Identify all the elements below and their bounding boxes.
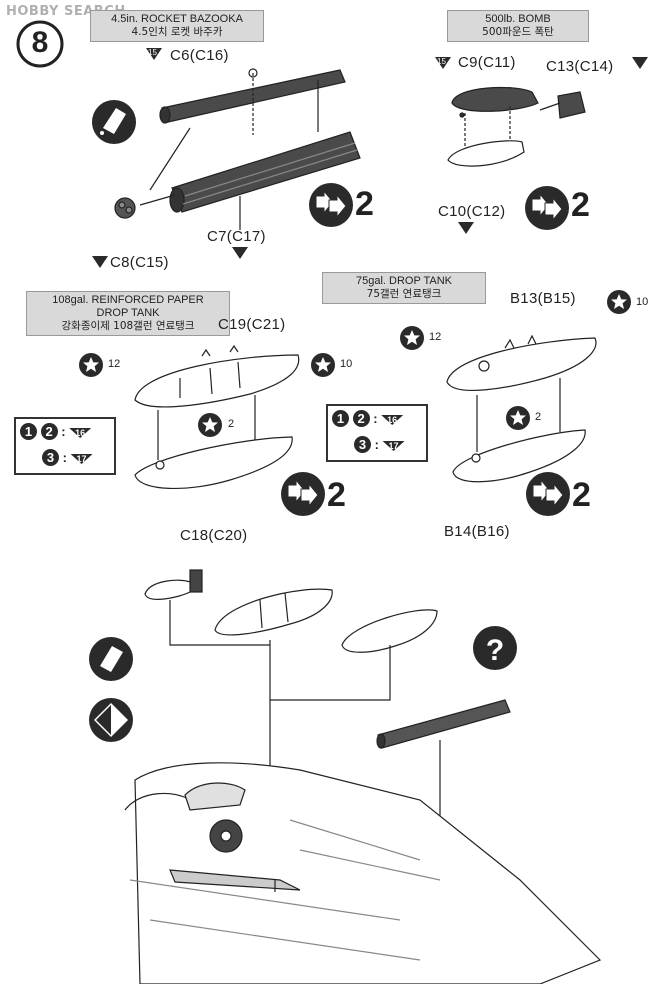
paper-tank-repeat-count: 2 — [327, 476, 346, 514]
paint-triangle-icon — [92, 256, 108, 268]
decal-star-icon — [79, 353, 103, 377]
roundel-2: 2 — [352, 410, 370, 427]
step-number-badge — [16, 20, 64, 68]
svg-text:?: ? — [486, 634, 504, 667]
drop-tank-paint-row-2: 3 : 17 — [354, 436, 405, 453]
roundel-3: 3 — [354, 436, 371, 453]
part-label-b13: B13(B15) — [510, 290, 576, 307]
bomb-drawing — [447, 86, 586, 167]
bazooka-title-kr: 4.5인치 로켓 바주카 — [131, 26, 223, 38]
paint-triangle-icon — [632, 57, 648, 69]
question-icon: ? — [473, 626, 517, 670]
paper-tank-paint-row-1: 1 2 : 16 — [20, 423, 92, 440]
part-label-c13: C13(C14) — [546, 58, 614, 75]
repeat-icon — [524, 185, 570, 231]
decal-star-icon — [400, 326, 424, 350]
paint-triangle-icon — [458, 222, 474, 234]
repeat-icon — [308, 182, 354, 228]
paper-tank-title-en-1: 108gal. REINFORCED PAPER — [52, 294, 204, 306]
bazooka-repeat-count: 2 — [355, 185, 374, 223]
decal-star-icon — [607, 290, 631, 314]
bazooka-paint-number: 15 — [148, 48, 157, 57]
paint-triangle-icon — [232, 247, 248, 259]
drop-tank-decal-12: 12 — [429, 331, 442, 343]
part-label-c10: C10(C12) — [438, 203, 506, 220]
paper-tank-decal-2: 2 — [228, 418, 235, 430]
glue-icon — [89, 637, 133, 681]
part-label-c19: C19(C21) — [218, 316, 286, 333]
paper-tank-title-box: 108gal. REINFORCED PAPER DROP TANK 강화종이제… — [26, 291, 230, 336]
paper-tank-drawing — [134, 344, 300, 490]
options-drawing — [144, 569, 511, 900]
bomb-title-box: 500lb. BOMB 500파운드 폭탄 — [447, 10, 589, 42]
part-label-c7: C7(C17) — [207, 228, 266, 245]
bomb-title-kr: 500파운드 폭탄 — [482, 26, 554, 38]
part-label-c6: C6(C16) — [170, 47, 229, 64]
part-label-c8: C8(C15) — [110, 254, 169, 271]
part-label-c9: C9(C11) — [458, 54, 516, 71]
part-label-c18: C18(C20) — [180, 527, 248, 544]
paper-tank-title-kr: 강화종이제 108갤런 연료탱크 — [61, 320, 195, 332]
roundel-1: 1 — [20, 423, 37, 440]
drop-tank-repeat-count: 2 — [572, 476, 591, 514]
decal-star-icon — [311, 353, 335, 377]
drop-tank-decal-2: 2 — [535, 411, 542, 423]
paint-triangle-icon: 16 — [69, 428, 92, 438]
paper-tank-decal-12: 12 — [108, 358, 121, 370]
drop-tank-title-box: 75gal. DROP TANK 75갤런 연료탱크 — [322, 272, 486, 304]
paint-triangle-icon: 17 — [70, 454, 93, 464]
roundel-2: 2 — [40, 423, 58, 440]
drop-tank-paint-row-1: 1 2 : 16 — [332, 410, 404, 427]
bazooka-drawing — [114, 68, 361, 230]
paint-triangle-icon: 17 — [382, 441, 405, 451]
decal-star-icon — [506, 406, 530, 430]
step-number: 8 — [31, 26, 49, 59]
paper-tank-decal-10: 10 — [340, 358, 353, 370]
bazooka-title-en: 4.5in. ROCKET BAZOOKA — [111, 13, 243, 25]
decal-star-icon — [198, 413, 222, 437]
drop-tank-drawing — [446, 334, 597, 483]
roundel-3: 3 — [42, 449, 59, 466]
drop-tank-title-en: 75gal. DROP TANK — [356, 275, 452, 287]
repeat-icon — [525, 471, 571, 517]
roundel-1: 1 — [332, 410, 349, 427]
bomb-paint-number: 15 — [437, 57, 446, 66]
glue-icon — [92, 100, 136, 144]
repeat-icon — [280, 471, 326, 517]
paper-tank-paint-row-2: 3 : 17 — [42, 449, 93, 466]
paper-tank-title-en-2: DROP TANK — [96, 307, 160, 319]
part-label-b14: B14(B16) — [444, 523, 510, 540]
bazooka-title-box: 4.5in. ROCKET BAZOOKA 4.5인치 로켓 바주카 — [90, 10, 264, 42]
aircraft-wing-drawing — [124, 762, 602, 984]
optional-icon — [89, 698, 133, 742]
bomb-repeat-count: 2 — [571, 186, 590, 224]
paint-triangle-icon: 16 — [381, 415, 404, 425]
bomb-title-en: 500lb. BOMB — [485, 13, 551, 25]
drop-tank-decal-10: 10 — [636, 296, 649, 308]
drop-tank-title-kr: 75갤런 연료탱크 — [366, 288, 442, 300]
